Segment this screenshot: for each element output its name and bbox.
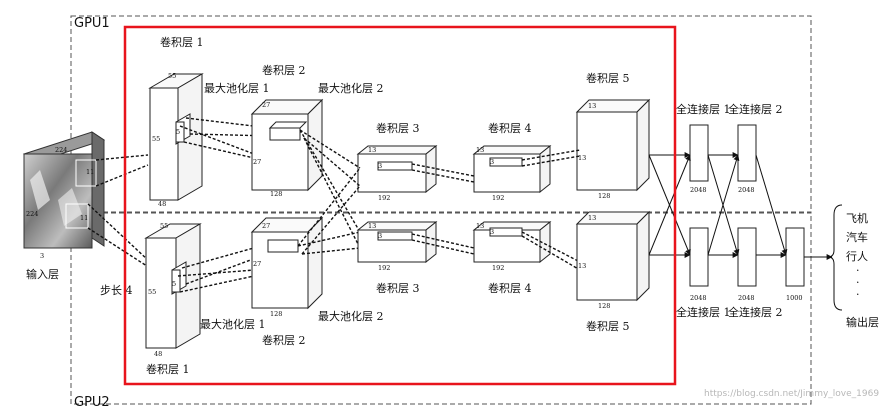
gpu2-fc1-label: 全连接层 1 (676, 305, 731, 319)
gpu2-conv1-kernel: 5 (172, 280, 176, 288)
gpu1-conv4-label: 卷积层 4 (488, 121, 532, 135)
gpu2-conv4-dim: 13 (476, 222, 484, 230)
gpu2-conv5 (577, 212, 649, 300)
gpu1-pool1-label: 最大池化层 1 (204, 81, 270, 95)
gpu1-conv5-dim2: 13 (578, 154, 586, 162)
gpu2-fc1 (690, 228, 708, 286)
gpu2-conv3-dim: 13 (368, 222, 376, 230)
gpu1-conv4-kernel: 3 (490, 158, 494, 166)
gpu2-conv3-label: 卷积层 3 (376, 281, 420, 295)
gpu1-label: GPU1 (74, 16, 110, 31)
gpu2-conv2 (252, 218, 322, 308)
gpu1-conv1-label: 卷积层 1 (160, 35, 204, 49)
gpu2-conv4-label: 卷积层 4 (488, 281, 532, 295)
gpu2-pool2-label: 最大池化层 2 (318, 309, 384, 323)
gpu2-conv4 (474, 222, 550, 262)
gpu2-fc2-label: 全连接层 2 (728, 305, 783, 319)
output-class-5: · (856, 288, 860, 301)
gpu2-fc1-size: 2048 (690, 294, 707, 302)
output-class-1: 汽车 (846, 230, 868, 244)
gpu1-conv5 (577, 100, 649, 190)
gpu2-label: GPU2 (74, 395, 110, 410)
gpu2-pool1-label: 最大池化层 1 (200, 317, 266, 331)
gpu1-conv3-depth: 192 (378, 194, 390, 202)
input-kernel-2: 11 (80, 214, 88, 222)
stride-label: 步长 4 (100, 284, 133, 297)
watermark: https://blog.csdn.net/Jimmy_love_1969 (704, 389, 879, 399)
gpu2-conv1-dim: 55 (160, 222, 168, 230)
gpu1-fc1-size: 2048 (690, 186, 707, 194)
gpu1-conv5-label: 卷积层 5 (586, 71, 630, 85)
gpu1-pool2-label: 最大池化层 2 (318, 81, 384, 95)
gpu2-conv4-depth: 192 (492, 264, 504, 272)
gpu1-fc1 (690, 125, 708, 181)
output-fc-size: 1000 (786, 294, 803, 302)
gpu1-conv3-label: 卷积层 3 (376, 121, 420, 135)
input-width: 224 (55, 146, 67, 154)
gpu1-conv1-dim: 55 (168, 72, 176, 80)
gpu1-fc2 (738, 125, 756, 181)
gpu2-fc2 (738, 228, 756, 286)
gpu1-conv2-depth: 128 (270, 190, 282, 198)
gpu2-conv1-depth: 48 (154, 350, 162, 358)
gpu1-conv4-depth: 192 (492, 194, 504, 202)
gpu1-conv1-kernel: 5 (176, 128, 180, 136)
gpu2-conv5-label: 卷积层 5 (586, 319, 630, 333)
gpu1-fc1-label: 全连接层 1 (676, 102, 731, 116)
gpu1-conv5-depth: 128 (598, 192, 610, 200)
gpu1-conv5-dim: 13 (588, 102, 596, 110)
gpu1-conv2-label: 卷积层 2 (262, 63, 306, 77)
gpu2-conv4-kernel: 3 (490, 228, 494, 236)
gpu2-conv3-kernel: 3 (378, 232, 382, 240)
gpu1-conv4-dim: 13 (476, 146, 484, 154)
gpu1-conv4 (474, 146, 550, 192)
output-brace (828, 205, 842, 310)
input-layer-label: 输入层 (26, 267, 59, 281)
gpu1-fc2-label: 全连接层 2 (728, 102, 783, 116)
gpu2-conv5-dim2: 13 (578, 262, 586, 270)
output-class-0: 飞机 (846, 211, 868, 225)
gpu2-conv3-depth: 192 (378, 264, 390, 272)
gpu1-conv3-kernel: 3 (378, 162, 382, 170)
output-fc (786, 228, 804, 286)
gpu1-conv2-dim: 27 (262, 101, 270, 109)
gpu2-conv1-label: 卷积层 1 (146, 362, 190, 376)
output-layer-label: 输出层 (846, 315, 879, 329)
output-class-2: 行人 (846, 250, 868, 263)
gpu2-conv1-dim2: 55 (148, 288, 156, 296)
gpu2-conv2-dim2: 27 (253, 260, 261, 268)
gpu2-conv2-dim: 27 (262, 222, 270, 230)
gpu2-conv5-dim: 13 (588, 214, 596, 222)
gpu1-conv3-dim: 13 (368, 146, 376, 154)
gpu2-fc2-size: 2048 (738, 294, 755, 302)
gpu2-conv5-depth: 128 (598, 302, 610, 310)
input-height: 224 (26, 210, 38, 218)
gpu1-fc2-size: 2048 (738, 186, 755, 194)
gpu1-conv1-dim2: 55 (152, 135, 160, 143)
gpu2-conv2-label: 卷积层 2 (262, 333, 306, 347)
gpu2-conv2-depth: 128 (270, 310, 282, 318)
input-depth: 3 (40, 252, 44, 260)
input-kernel-1: 11 (86, 168, 94, 176)
gpu1-conv2-dim2: 27 (253, 158, 261, 166)
gpu1-conv1-depth: 48 (158, 200, 166, 208)
